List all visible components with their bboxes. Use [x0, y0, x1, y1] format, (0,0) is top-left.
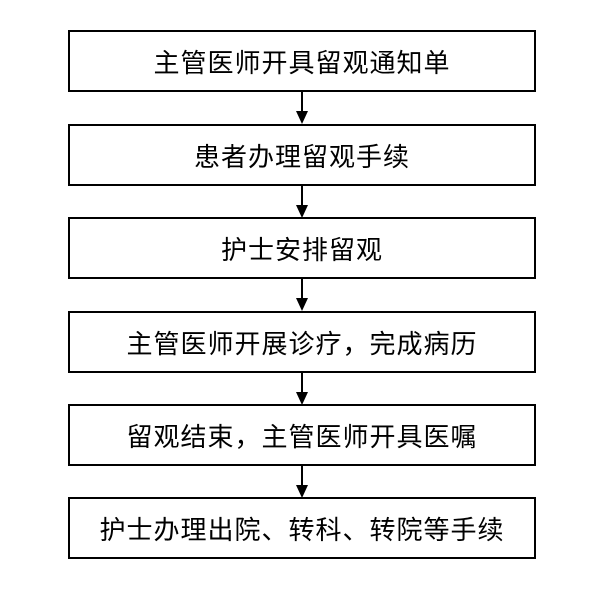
step-box-issue-observation-notice: 主管医师开具留观通知单	[68, 30, 536, 92]
step-label: 护士办理出院、转科、转院等手续	[99, 515, 505, 546]
step-label: 护士安排留观	[220, 235, 383, 266]
step-label: 主管医师开具留观通知单	[153, 48, 451, 79]
step-box-patient-procedures: 患者办理留观手续	[68, 124, 536, 186]
step-box-observation-end: 留观结束，主管医师开具医嘱	[68, 404, 536, 466]
down-arrow-icon	[296, 373, 308, 405]
step-box-discharge-transfer: 护士办理出院、转科、转院等手续	[68, 497, 536, 559]
step-box-nurse-arranges: 护士安排留观	[68, 217, 536, 279]
step-label: 患者办理留观手续	[193, 142, 410, 173]
step-label: 留观结束，主管医师开具医嘱	[126, 422, 478, 453]
down-arrow-icon	[296, 186, 308, 218]
down-arrow-icon	[296, 466, 308, 498]
step-box-diagnosis-records: 主管医师开展诊疗，完成病历	[68, 311, 536, 373]
down-arrow-icon	[296, 92, 308, 124]
down-arrow-icon	[296, 279, 308, 311]
step-label: 主管医师开展诊疗，完成病历	[126, 329, 478, 360]
